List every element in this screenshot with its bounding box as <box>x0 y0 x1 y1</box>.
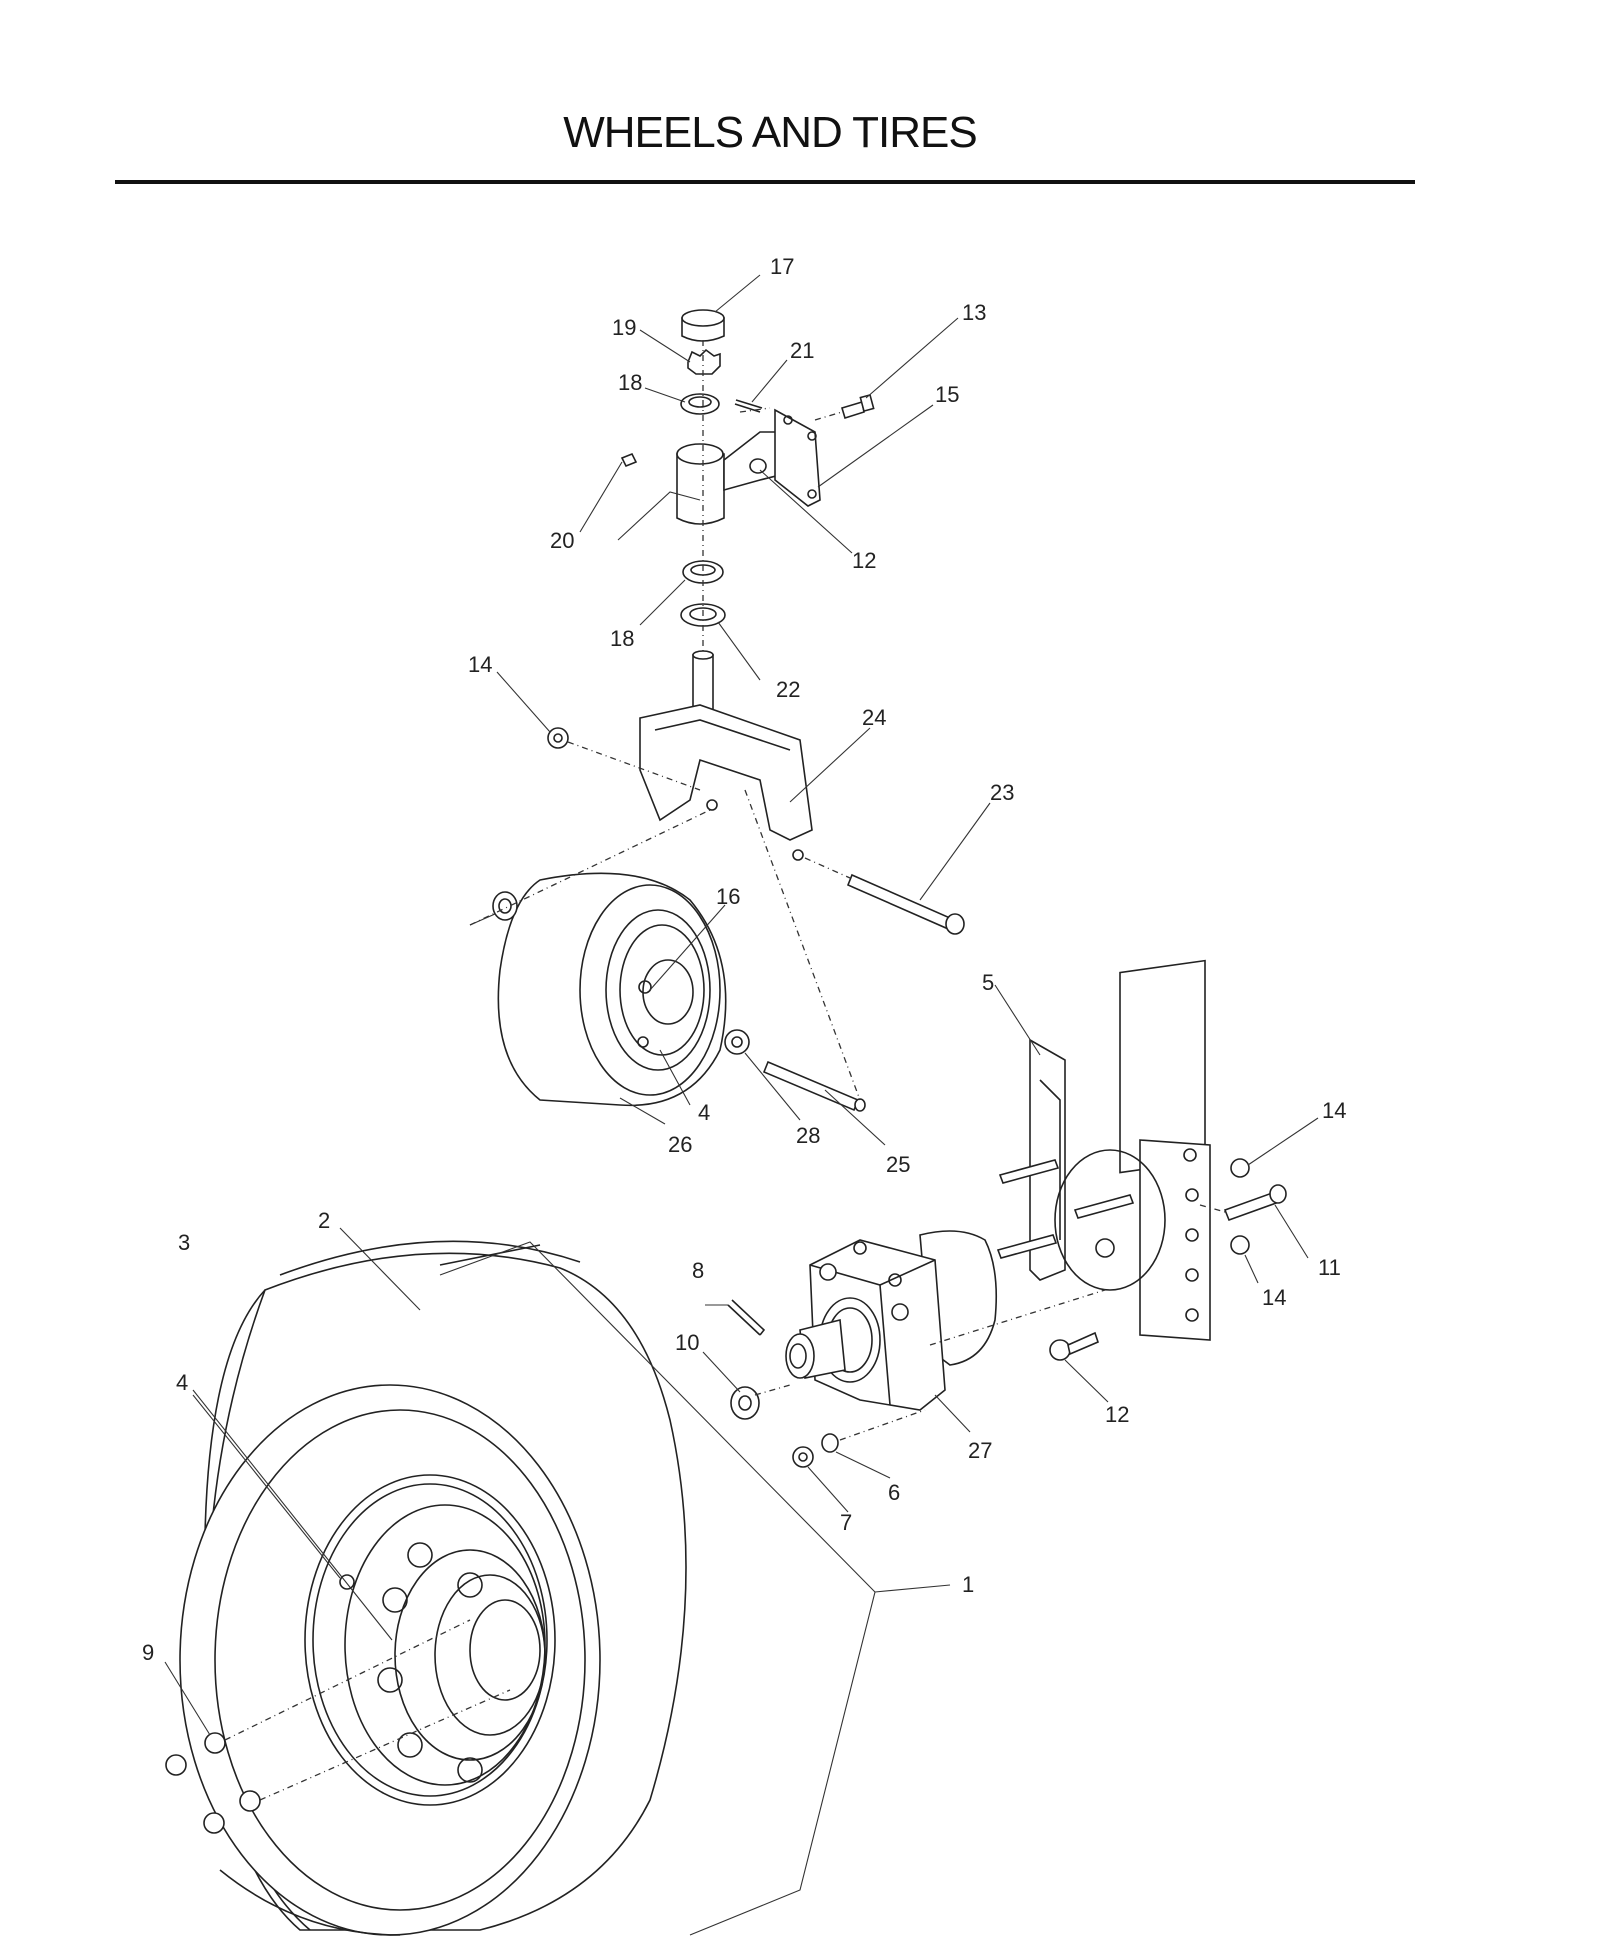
flat-washer-icon <box>730 1386 760 1420</box>
lower-bearing-icon <box>682 560 724 584</box>
callout-14-upper: 14 <box>1322 1098 1346 1123</box>
caster-wheel-icon <box>497 872 727 1107</box>
grease-fitting-icon <box>620 452 638 468</box>
pivot-tube-icon <box>676 443 725 525</box>
dust-cap-icon <box>681 309 725 342</box>
hex-bolt-icon <box>841 393 875 420</box>
callout-18-upper: 18 <box>618 370 642 395</box>
page-title: WHEELS AND TIRES <box>563 108 978 157</box>
hex-nut-icon <box>547 727 569 749</box>
upper-bearing-icon <box>680 393 720 415</box>
yoke-mount-bracket-icon <box>723 408 821 507</box>
callout-9: 9 <box>142 1640 154 1665</box>
castle-nut-icon <box>687 348 721 375</box>
callout-6: 6 <box>888 1480 900 1505</box>
callout-8: 8 <box>692 1258 704 1283</box>
callout-7: 7 <box>840 1510 852 1535</box>
cotter-pin-icon <box>734 399 763 413</box>
callout-25: 25 <box>886 1152 910 1177</box>
callout-10: 10 <box>675 1330 699 1355</box>
motor-mount-bracket-icon <box>996 959 1211 1341</box>
callout-24: 24 <box>862 705 886 730</box>
bracket-hardware-icon <box>1223 1158 1287 1255</box>
spacer-28-icon <box>724 1029 750 1055</box>
motor-bolt-icon <box>1049 1331 1099 1361</box>
leader-lines <box>164 274 1319 1736</box>
callout-16: 16 <box>716 884 740 909</box>
caster-axle-icon <box>762 1060 866 1112</box>
callout-14-lower: 14 <box>1262 1285 1286 1310</box>
callout-2: 2 <box>318 1208 330 1233</box>
key-icon <box>727 1299 766 1336</box>
callout-5: 5 <box>982 970 994 995</box>
callout-22: 22 <box>776 677 800 702</box>
caster-fork-icon <box>639 650 813 861</box>
callout-14-fork: 14 <box>468 652 492 677</box>
callout-27: 27 <box>968 1438 992 1463</box>
caster-yoke-assembly <box>620 309 875 700</box>
axle-bolt-icon <box>846 873 965 935</box>
callout-20: 20 <box>550 528 574 553</box>
callout-26: 26 <box>668 1132 692 1157</box>
callout-12-upper: 12 <box>852 548 876 573</box>
lock-washer-icon <box>821 1433 839 1453</box>
flange-bolt-icon <box>749 458 767 474</box>
lug-nuts-icon <box>165 1732 261 1834</box>
spacer-washer-icon <box>492 891 518 921</box>
callout-15: 15 <box>935 382 959 407</box>
callout-3: 3 <box>178 1230 190 1255</box>
lug-nut-icon <box>792 1446 814 1468</box>
callout-18-lower: 18 <box>610 626 634 651</box>
callout-13: 13 <box>962 300 986 325</box>
callout-4-caster: 4 <box>698 1100 710 1125</box>
callout-19: 19 <box>612 315 636 340</box>
callout-28: 28 <box>796 1123 820 1148</box>
callout-11: 11 <box>1318 1255 1341 1280</box>
callout-23: 23 <box>990 780 1014 805</box>
callout-numbers: 17 19 21 18 13 15 20 12 18 22 14 24 23 1… <box>142 254 1346 1665</box>
callout-21: 21 <box>790 338 814 363</box>
wheel-motor-icon <box>785 1230 997 1411</box>
callout-17: 17 <box>770 254 794 279</box>
callout-1: 1 <box>962 1572 974 1597</box>
callout-12-lower: 12 <box>1105 1402 1129 1427</box>
callout-4-rear: 4 <box>176 1370 188 1395</box>
title-rule <box>115 180 1415 184</box>
